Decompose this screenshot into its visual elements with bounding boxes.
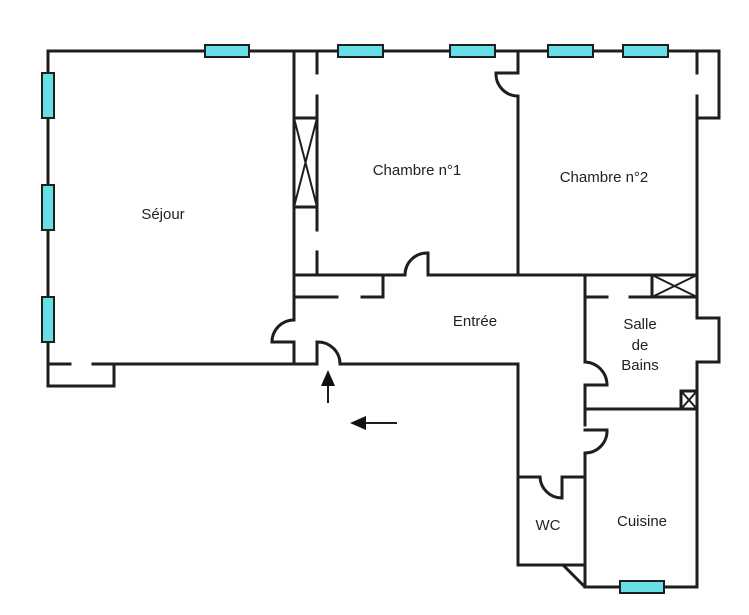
- room-labels: Séjour Chambre n°1 Chambre n°2 Entrée Sa…: [141, 162, 667, 534]
- window-icon: [622, 44, 669, 58]
- window-icon: [41, 184, 55, 231]
- window-icon: [337, 44, 384, 58]
- window-icon: [449, 44, 496, 58]
- room-label-chambre-2: Chambre n°2: [560, 169, 649, 186]
- door-swing-icon: [583, 360, 609, 387]
- entrance-arrows: [321, 370, 397, 430]
- windows: [41, 44, 669, 594]
- walls: [46, 49, 721, 589]
- door-swing-icon: [583, 428, 609, 455]
- window-icon: [41, 296, 55, 343]
- room-label-entree: Entrée: [453, 313, 497, 330]
- room-label-cuisine: Cuisine: [617, 513, 667, 530]
- door-swing-icon: [494, 71, 520, 98]
- ventilation-duct-icon: [679, 389, 699, 411]
- window-icon: [619, 580, 665, 594]
- ventilation-duct-icon: [650, 273, 699, 299]
- window-icon: [547, 44, 594, 58]
- room-label-salle-de-bains-2: de: [632, 337, 649, 354]
- closet-icon: [292, 116, 319, 209]
- window-icon: [204, 44, 250, 58]
- door-swing-icon: [270, 318, 296, 344]
- window-icon: [41, 72, 55, 119]
- room-label-chambre-1: Chambre n°1: [373, 162, 462, 179]
- door-swing-icon: [403, 251, 430, 277]
- door-swing-icon: [538, 475, 564, 500]
- entrance-arrow-icon: [321, 370, 335, 403]
- room-label-wc: WC: [536, 517, 561, 534]
- room-label-salle-de-bains-1: Salle: [623, 316, 656, 333]
- room-label-salle-de-bains-3: Bains: [621, 357, 659, 374]
- room-label-sejour: Séjour: [141, 206, 184, 223]
- door-swing-icon: [315, 340, 342, 366]
- entrance-arrow-icon: [350, 416, 397, 430]
- closets: [292, 116, 699, 411]
- doors: [270, 71, 609, 500]
